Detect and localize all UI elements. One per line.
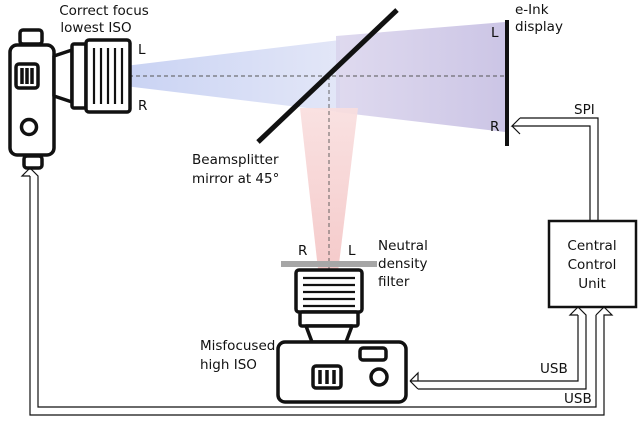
usb-label-bottom-camera: USB bbox=[540, 361, 568, 377]
top-camera-right-marker: R bbox=[138, 98, 147, 114]
display-label: e-Ink bbox=[515, 2, 549, 18]
display-right-marker: R bbox=[490, 119, 499, 135]
ccu-label: Central bbox=[567, 238, 616, 254]
bottom-camera-right-marker: R bbox=[298, 243, 307, 259]
usb-connector-bottom-camera bbox=[409, 306, 587, 390]
light-beams bbox=[42, 22, 505, 305]
bottom-camera-subtitle: high ISO bbox=[200, 357, 257, 373]
neutral-density-filter bbox=[281, 261, 377, 267]
filter-label: Neutral bbox=[378, 238, 428, 254]
bottom-camera-icon bbox=[276, 268, 408, 404]
filter-label-3: filter bbox=[378, 274, 410, 290]
beam-mirror-to-display bbox=[336, 22, 505, 132]
mirror-label: Beamsplitter bbox=[192, 152, 279, 168]
display-label-2: display bbox=[515, 19, 563, 35]
top-camera-title: Correct focus bbox=[59, 3, 149, 19]
display-left-marker: L bbox=[491, 25, 499, 41]
beam-camera-to-mirror bbox=[42, 40, 340, 112]
top-camera-left-marker: L bbox=[138, 42, 146, 58]
top-camera-icon bbox=[8, 28, 132, 170]
beam-mirror-to-bottom-camera bbox=[300, 108, 358, 305]
usb-connector-top-camera bbox=[20, 167, 614, 416]
beamsplitter-mirror bbox=[256, 8, 399, 144]
spi-connector bbox=[510, 117, 599, 222]
connectors bbox=[20, 117, 614, 416]
mirror-label-2: mirror at 45° bbox=[192, 171, 279, 187]
top-camera-subtitle: lowest ISO bbox=[60, 20, 131, 36]
filter-label-2: density bbox=[378, 256, 428, 272]
bottom-camera-title: Misfocused bbox=[200, 338, 275, 354]
usb-label-top-camera: USB bbox=[564, 391, 592, 407]
spi-label: SPI bbox=[574, 102, 595, 118]
ccu-label-3: Unit bbox=[578, 276, 605, 292]
ccu-label-2: Control bbox=[568, 257, 617, 273]
bottom-camera-left-marker: L bbox=[348, 243, 356, 259]
